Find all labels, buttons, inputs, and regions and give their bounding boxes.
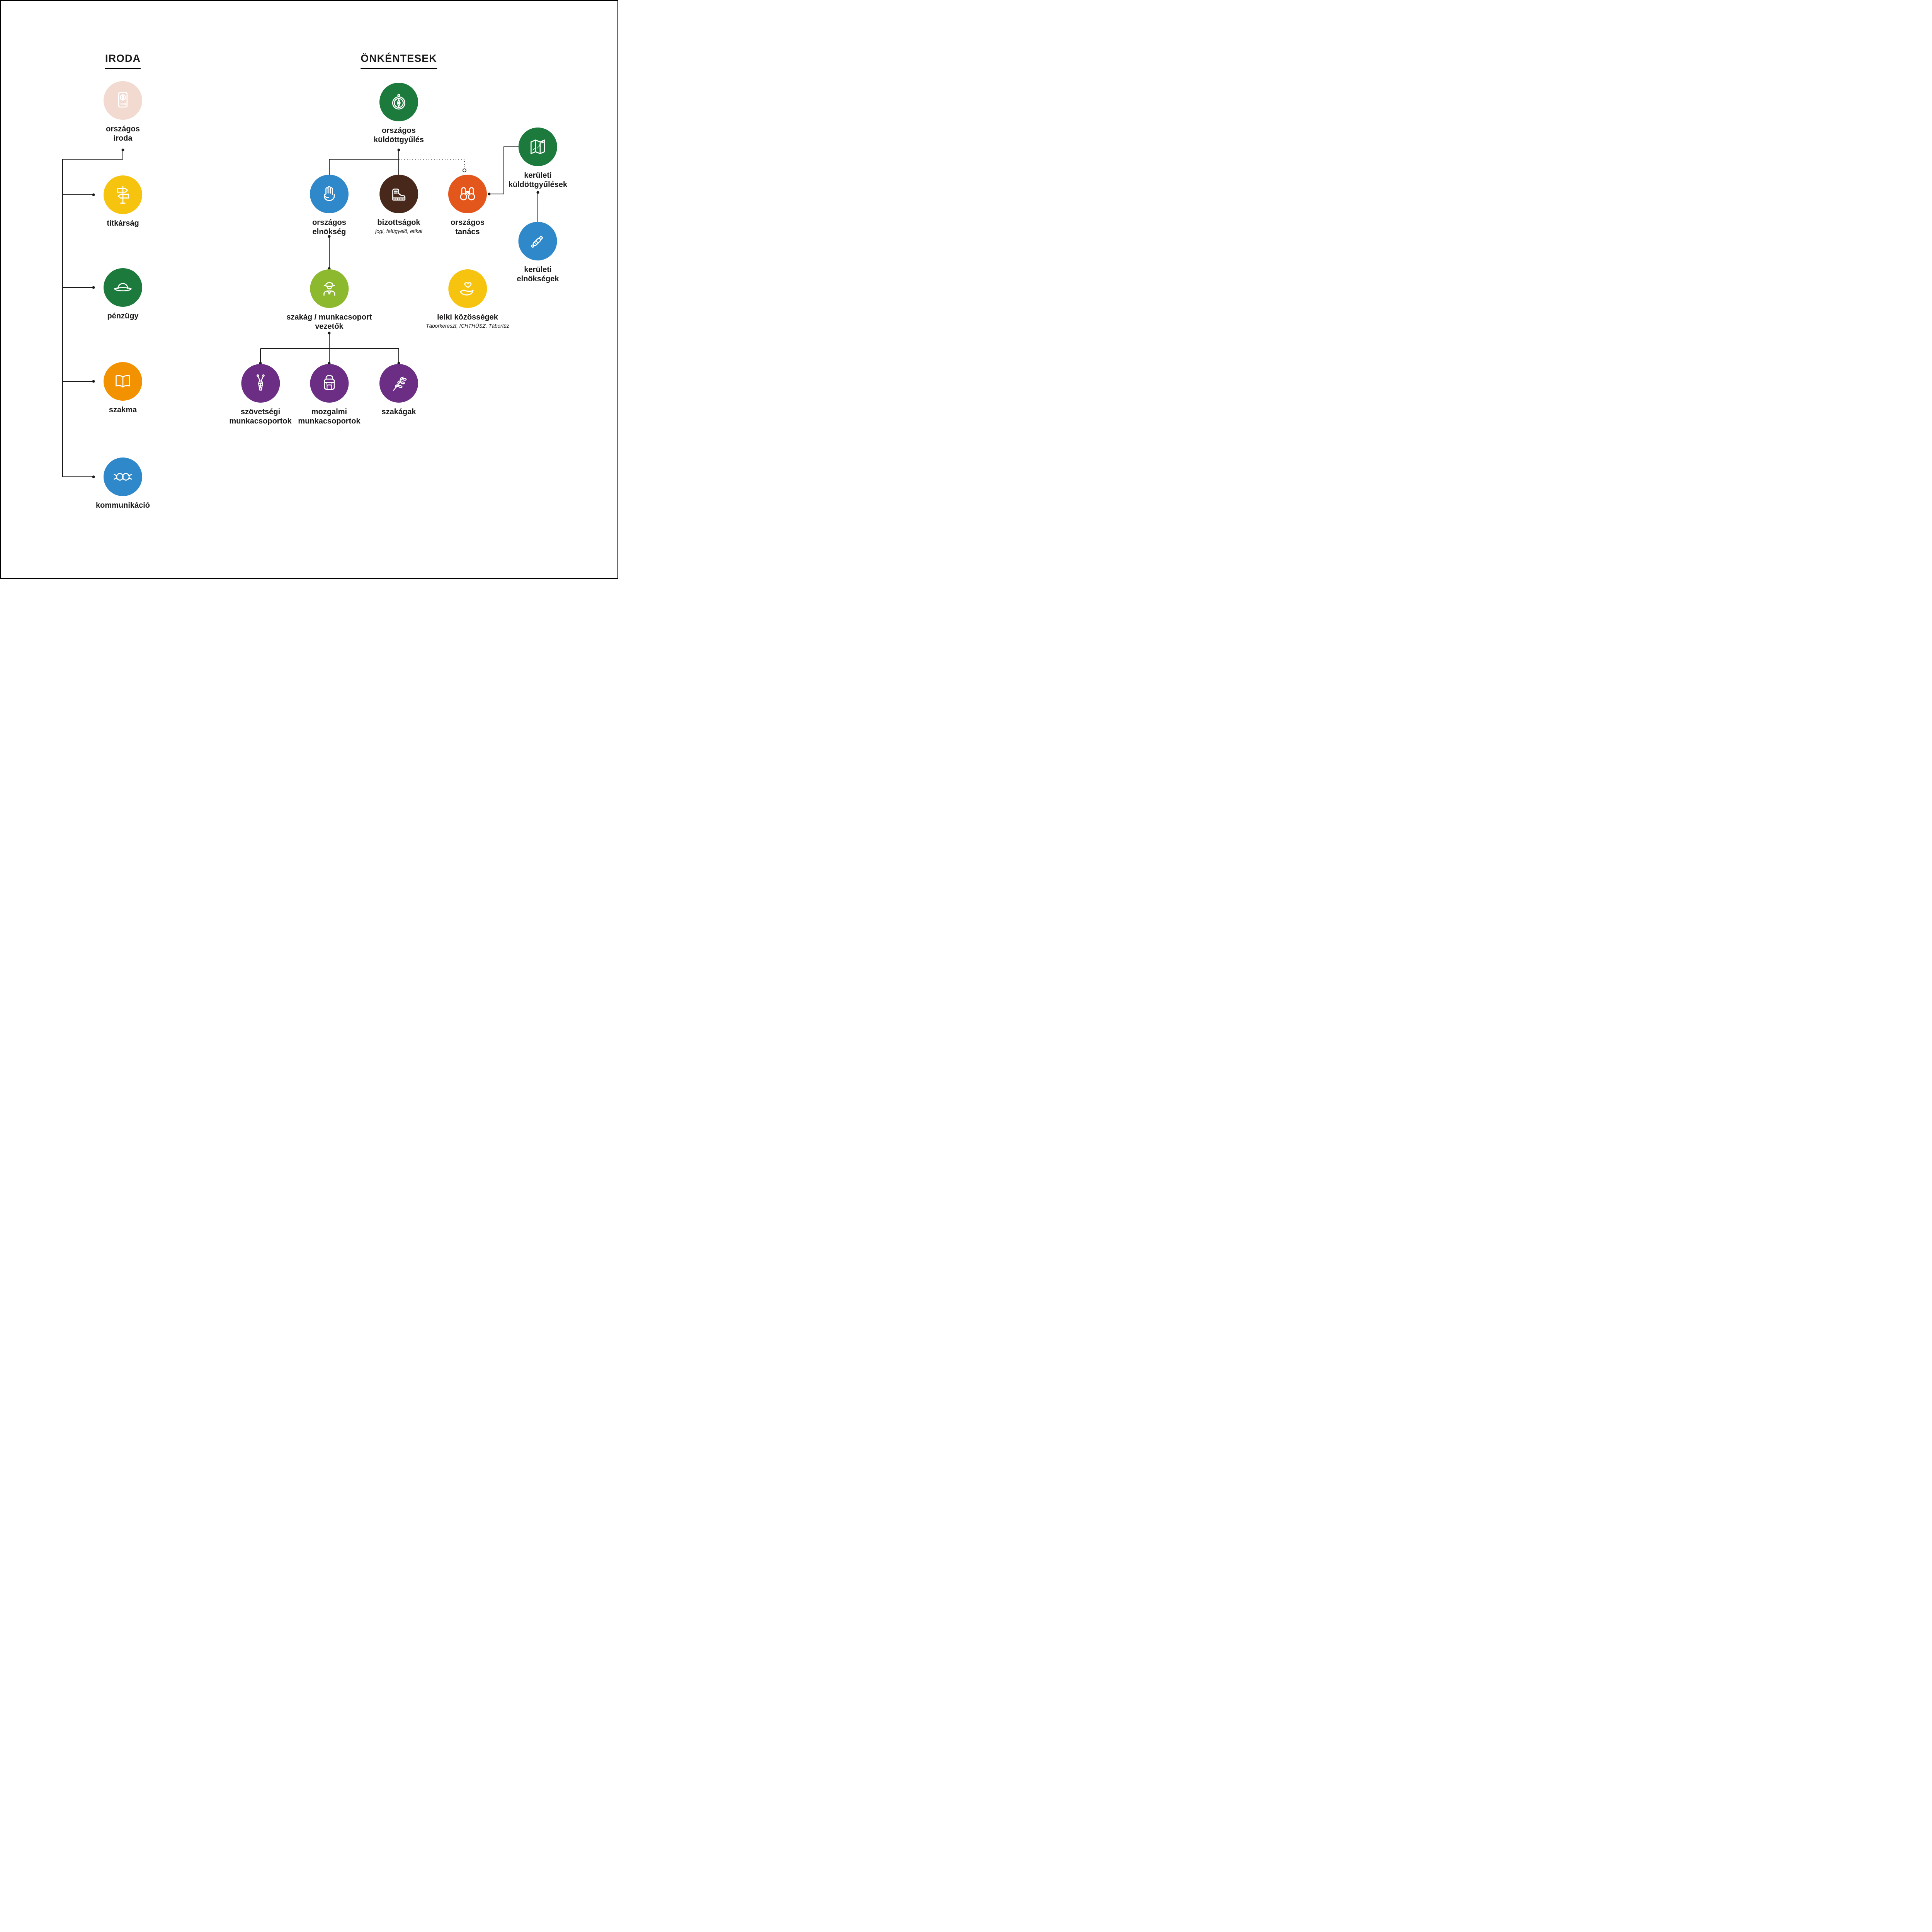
- bizottsagok-label: bizottságok: [377, 218, 420, 227]
- org-chart-canvas: IRODA ÖNKÉNTESEK országos iroda titkársá…: [0, 0, 618, 579]
- heart-in-hand-icon: [459, 282, 474, 296]
- hiking-boot-icon: [392, 188, 406, 201]
- szakag-vezetok-circle: [310, 269, 349, 308]
- mozgalmi-munkacsoportok-circle: [310, 364, 349, 403]
- orszagos-iroda-circle: [104, 81, 142, 120]
- orszagos-tanacs-label: országos tanács: [451, 218, 485, 236]
- szakag-vezetok-label: szakág / munkacsoport vezetők: [286, 313, 372, 331]
- node-orszagos-iroda: országos iroda: [104, 81, 142, 143]
- node-penzugy: pénzügy: [104, 268, 142, 321]
- titkarsag-circle: [104, 175, 142, 214]
- node-orszagos-kuldottgyules: országos küldöttgyűlés: [374, 83, 424, 145]
- szovetsegi-munkacsoportok-label: szövetségi munkacsoportok: [229, 408, 292, 425]
- map-icon: [531, 139, 545, 154]
- scout-salute-icon: [323, 186, 335, 201]
- node-szakag-vezetok: szakág / munkacsoport vezetők: [286, 269, 372, 331]
- penzugy-circle: [104, 268, 142, 307]
- szakma-label: szakma: [109, 406, 137, 414]
- keruleti-kuldottgyulesek-label: kerületi küldöttgyűlések: [508, 171, 568, 189]
- lelki-kozossegek-subtitle: Táborkereszt, ICHTHÜSZ, Tábortűz: [426, 323, 509, 329]
- bizottsagok-subtitle: jogi, felügyelő, etikai: [375, 228, 422, 234]
- orszagos-elnokseg-label: országos elnökség: [312, 218, 346, 236]
- kommunikacio-label: kommunikáció: [95, 501, 150, 510]
- node-bizottsagok: bizottságok jogi, felügyelő, etikai: [375, 175, 422, 234]
- branch-icon: [393, 376, 407, 391]
- lelki-kozossegek-circle: [448, 269, 487, 308]
- orszagos-kuldottgyules-circle: [379, 83, 418, 121]
- whistle-icon: [531, 235, 544, 248]
- node-szovetsegi-munkacsoportok: szövetségi munkacsoportok: [229, 364, 292, 426]
- orszagos-kuldottgyules-label: országos küldöttgyűlés: [373, 126, 424, 144]
- orszagos-tanacs-circle: [448, 175, 487, 213]
- knot-icon: [114, 473, 132, 481]
- keruleti-elnoksegek-circle: [518, 222, 557, 260]
- bizottsagok-circle: [379, 175, 418, 213]
- orszagos-iroda-label: országos iroda: [106, 125, 140, 143]
- heading-iroda: IRODA: [105, 53, 141, 69]
- mozgalmi-munkacsoportok-label: mozgalmi munkacsoportok: [298, 408, 361, 425]
- node-keruleti-elnoksegek: kerületi elnökségek: [517, 222, 559, 284]
- kommunikacio-circle: [103, 457, 142, 496]
- szakma-circle: [104, 362, 142, 401]
- node-szakagak: szakágak: [379, 364, 418, 417]
- szakagak-circle: [379, 364, 418, 403]
- szakagak-label: szakágak: [381, 408, 416, 416]
- neckerchief-slide-icon: [256, 374, 265, 391]
- lelki-kozossegek-label: lelki közösségek: [437, 313, 498, 321]
- keruleti-elnoksegek-label: kerületi elnökségek: [517, 265, 559, 283]
- scout-hat-icon: [114, 283, 132, 292]
- titkarsag-label: titkárság: [107, 219, 139, 228]
- szovetsegi-munkacsoportok-circle: [241, 364, 280, 403]
- heading-onkentesek: ÖNKÉNTESEK: [361, 53, 437, 69]
- signpost-icon: [117, 185, 129, 204]
- backpack-icon: [323, 375, 335, 390]
- open-book-icon: [116, 375, 130, 388]
- node-keruleti-kuldottgyulesek: kerületi küldöttgyűlések: [509, 128, 567, 189]
- node-lelki-kozossegek: lelki közösségek Táborkereszt, ICHTHÜSZ,…: [426, 269, 509, 329]
- node-mozgalmi-munkacsoportok: mozgalmi munkacsoportok: [298, 364, 361, 426]
- mobile-compass-icon: [118, 92, 128, 108]
- compass-icon: [392, 94, 406, 110]
- node-orszagos-tanacs: országos tanács: [448, 175, 487, 236]
- scout-leader-icon: [323, 282, 335, 296]
- keruleti-kuldottgyulesek-circle: [518, 128, 557, 166]
- node-orszagos-elnokseg: országos elnökség: [310, 175, 349, 236]
- penzugy-label: pénzügy: [107, 312, 139, 320]
- node-szakma: szakma: [104, 362, 142, 415]
- node-kommunikacio: kommunikáció: [96, 457, 150, 510]
- binoculars-icon: [460, 187, 475, 201]
- node-titkarsag: titkárság: [104, 175, 142, 228]
- orszagos-elnokseg-circle: [310, 175, 349, 213]
